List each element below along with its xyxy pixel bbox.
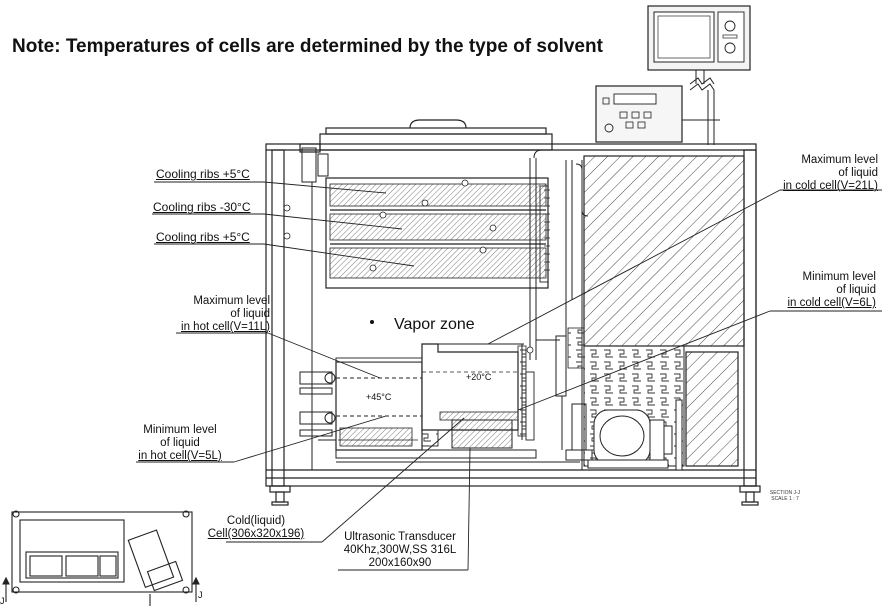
cold-cell-temp: +20°C: [466, 372, 492, 382]
compressor: [587, 399, 683, 471]
label-cooling-ribs-mid: Cooling ribs -30°C: [153, 200, 251, 214]
label-max-hot: Maximum level of liquid in hot cell(V=11…: [181, 295, 270, 333]
label-min-hot: Minimum level of liquid in hot cell(V=5L…: [138, 424, 222, 462]
vapor-zone-label: Vapor zone: [394, 316, 475, 333]
section-marker-left: J: [0, 596, 5, 606]
controller-box: [595, 85, 720, 143]
cold-liquid-cell: [421, 343, 535, 449]
vapor-zone-dot: [370, 320, 374, 324]
left-piping: [299, 147, 338, 470]
section-scale-label: SECTION J-J SCALE 1 : 7: [769, 490, 801, 502]
section-inset: [2, 510, 200, 606]
label-cooling-ribs-bottom: Cooling ribs +5°C: [156, 230, 250, 244]
label-cold-cell: Cold(liquid) Cell(306x320x196): [207, 515, 305, 540]
lid: [299, 119, 553, 153]
control-monitor: [647, 5, 751, 145]
solvent-note: Note: Temperatures of cells are determin…: [12, 36, 603, 57]
label-max-cold: Maximum level of liquid in cold cell(V=2…: [783, 154, 878, 192]
hot-cell-temp: +45°C: [366, 392, 392, 402]
inner-base: [335, 449, 580, 463]
internal-pipes: [529, 149, 593, 470]
cooling-ribs-block: [283, 177, 550, 289]
leader-lines: [136, 181, 882, 571]
label-min-cold: Minimum level of liquid in cold cell(V=6…: [787, 271, 876, 309]
section-marker-right: J: [198, 590, 203, 600]
label-cooling-ribs-top: Cooling ribs +5°C: [156, 167, 250, 181]
label-ultrasonic-transducer: Ultrasonic Transducer 40Khz,300W,SS 316L…: [343, 531, 457, 569]
